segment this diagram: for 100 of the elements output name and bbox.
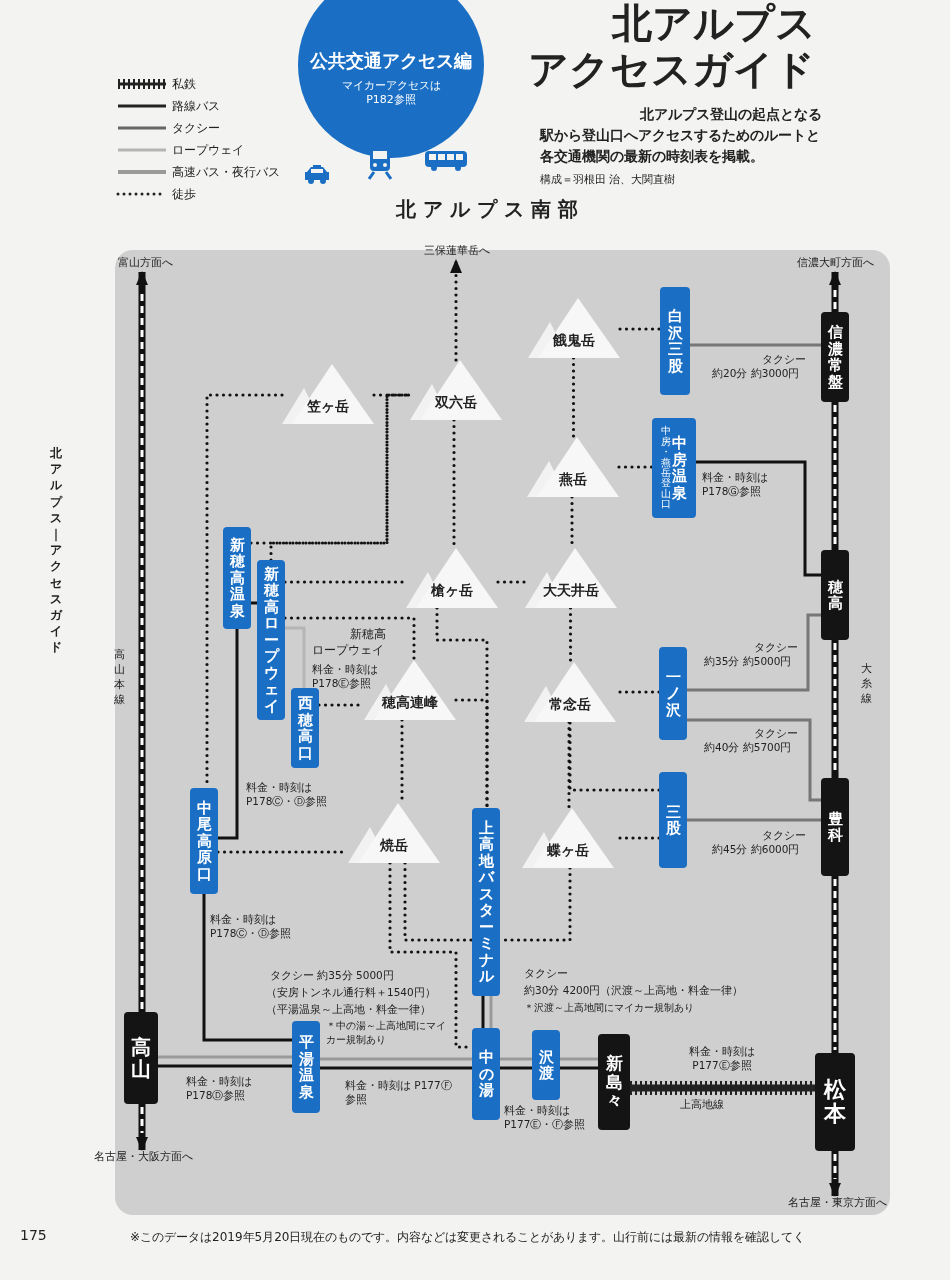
- footpath-line: [450, 258, 462, 362]
- fare-note: タクシー 約35分 5000円: [270, 968, 394, 983]
- route-label: タクシー約35分 約5000円: [704, 640, 799, 669]
- bus-stop-sign: [532, 1030, 560, 1100]
- stop-name: 沢渡: [538, 1048, 554, 1082]
- direction-label: 名古屋・大阪方面へ: [92, 1150, 194, 1164]
- route-line: [500, 1057, 532, 1061]
- route-line: [696, 460, 821, 577]
- railway-line: [136, 271, 148, 1012]
- fare-note: （安房トンネル通行料＋1540円）: [266, 985, 436, 1000]
- route-line: [320, 1066, 472, 1070]
- peak-name: 焼岳: [379, 837, 409, 855]
- route-line: [560, 1066, 598, 1070]
- bus-stop-sign: [257, 560, 285, 720]
- stop-name: 一ノ沢: [665, 668, 681, 719]
- stop-name: 西穂高口: [297, 695, 313, 761]
- route-label: タクシー約45分 約6000円: [712, 828, 807, 857]
- route-line: [500, 1066, 532, 1070]
- bus-stop-sign: [291, 688, 319, 768]
- stop-name: 松本: [824, 1077, 846, 1127]
- credit-text: 構成＝羽根田 治、大関直樹: [540, 172, 677, 187]
- badge-note: マイカーアクセスはP182参照: [340, 78, 442, 108]
- stop-name: 新島々: [605, 1053, 623, 1111]
- stop-name: 新穂高温泉: [229, 536, 245, 620]
- line-name: 大糸線: [861, 662, 872, 707]
- bus-stop-sign: [660, 287, 690, 395]
- route-line: [687, 818, 821, 822]
- stop-name: 豊科: [827, 810, 843, 844]
- stop-name: 高山: [131, 1036, 151, 1080]
- fare-note: タクシー: [524, 966, 568, 981]
- restriction-note: ＊中の湯～上高地間にマイカー規制あり: [326, 1019, 447, 1046]
- railway-line: [831, 402, 839, 550]
- route-label: 料金・時刻は P178Ⓒ・Ⓓ参照: [246, 780, 329, 809]
- footpath-line: [567, 720, 571, 810]
- footpath-line: [249, 393, 412, 545]
- line-name: 高山本線: [114, 648, 125, 708]
- peak-name: 槍ヶ岳: [430, 582, 474, 600]
- bus-stop-sign: [292, 1021, 320, 1113]
- footpath-line: [568, 606, 573, 664]
- badge-title: 公共交通アクセス編: [310, 48, 472, 73]
- peak-name: 笠ヶ岳: [306, 398, 350, 416]
- station-sign: [124, 1012, 158, 1104]
- footpath-line: [403, 861, 474, 942]
- section-heading: 北アルプス南部: [394, 196, 586, 223]
- ropeway-name: 新穂高ロープウェイ: [312, 626, 387, 659]
- route-line: [690, 343, 821, 347]
- route-line: [218, 629, 239, 840]
- bus-stop-sign: [652, 418, 696, 518]
- route-line: [560, 1057, 598, 1061]
- stop-name: 新穂高ロープウェイ: [263, 565, 279, 715]
- page-number: 175: [20, 1226, 47, 1245]
- railway-line: [829, 271, 841, 312]
- fare-note: （平湯温泉～上高地・料金一律）: [266, 1002, 431, 1017]
- route-line: [202, 894, 292, 1042]
- stop-name: 信濃常盤: [827, 324, 843, 390]
- railway-line: [829, 1151, 841, 1197]
- route-line: [481, 996, 485, 1028]
- route-line: [285, 626, 306, 688]
- footpath-line: [571, 356, 576, 439]
- intro-text: 北アルプス登山の起点となる駅から登山口へアクセスするためのルートと各交通機関の最新の時刻表を掲載。: [540, 105, 823, 166]
- stop-name: 中房温泉: [672, 435, 688, 501]
- direction-label: 三保蓮華岳へ: [423, 244, 491, 258]
- legend-label: ロープウェイ: [172, 142, 244, 159]
- footpath-line: [496, 580, 527, 584]
- route-label: 料金・時刻は P178Ⓖ参照: [702, 470, 769, 499]
- bus-stop-sign: [223, 527, 251, 629]
- peak-name: 餓鬼岳: [552, 332, 596, 350]
- footnote: ※このデータは2019年5月20日現在のものです。内容などは変更されることがあります。山行前には最新の情報を確認してく: [130, 1229, 806, 1246]
- route-line: [158, 1064, 292, 1068]
- stop-name: 中尾高原口: [196, 799, 212, 883]
- fare-note: 約30分 4200円（沢渡～上高地・料金一律）: [524, 983, 744, 998]
- route-label: タクシー約40分 約5700円: [704, 726, 799, 755]
- station-sign: [598, 1034, 630, 1130]
- peak-name: 蝶ヶ岳: [546, 842, 590, 860]
- legend-label: 徒歩: [172, 186, 196, 203]
- peak-name: 燕岳: [558, 471, 588, 489]
- route-label: 料金・時刻は P178Ⓔ参照: [312, 662, 379, 691]
- direction-label: 信濃大町方面へ: [795, 256, 875, 270]
- bus-stop-sign: [659, 772, 687, 868]
- route-line: [687, 718, 821, 802]
- legend-label: タクシー: [172, 120, 220, 137]
- stop-name: 三股: [665, 803, 681, 837]
- route-line: [687, 613, 821, 692]
- peak-name: 大天井岳: [542, 582, 600, 600]
- route-label: タクシー約20分 約3000円: [712, 352, 807, 381]
- fare-note: 料金・時刻は P177Ⓔ・Ⓕ参照: [504, 1103, 587, 1132]
- footpath-line: [618, 327, 662, 331]
- stop-name: 白沢三股: [667, 308, 683, 374]
- footpath-line: [617, 465, 654, 469]
- peak-name: 常念岳: [548, 696, 592, 714]
- railway-line: [831, 876, 839, 1053]
- bus-stop-sign: [472, 1028, 500, 1120]
- route-line: [251, 601, 257, 605]
- side-caption: 北アルプス｜アクセスガイド: [50, 445, 62, 656]
- bus-stop-sign: [472, 808, 500, 996]
- station-sign: [821, 778, 849, 876]
- private-railway-line: [630, 1084, 815, 1092]
- fare-note: 料金・時刻は P177Ⓔ参照: [688, 1044, 756, 1073]
- route-label: 料金・時刻は P178Ⓒ・Ⓓ参照: [210, 912, 293, 941]
- route-line: [158, 1055, 292, 1059]
